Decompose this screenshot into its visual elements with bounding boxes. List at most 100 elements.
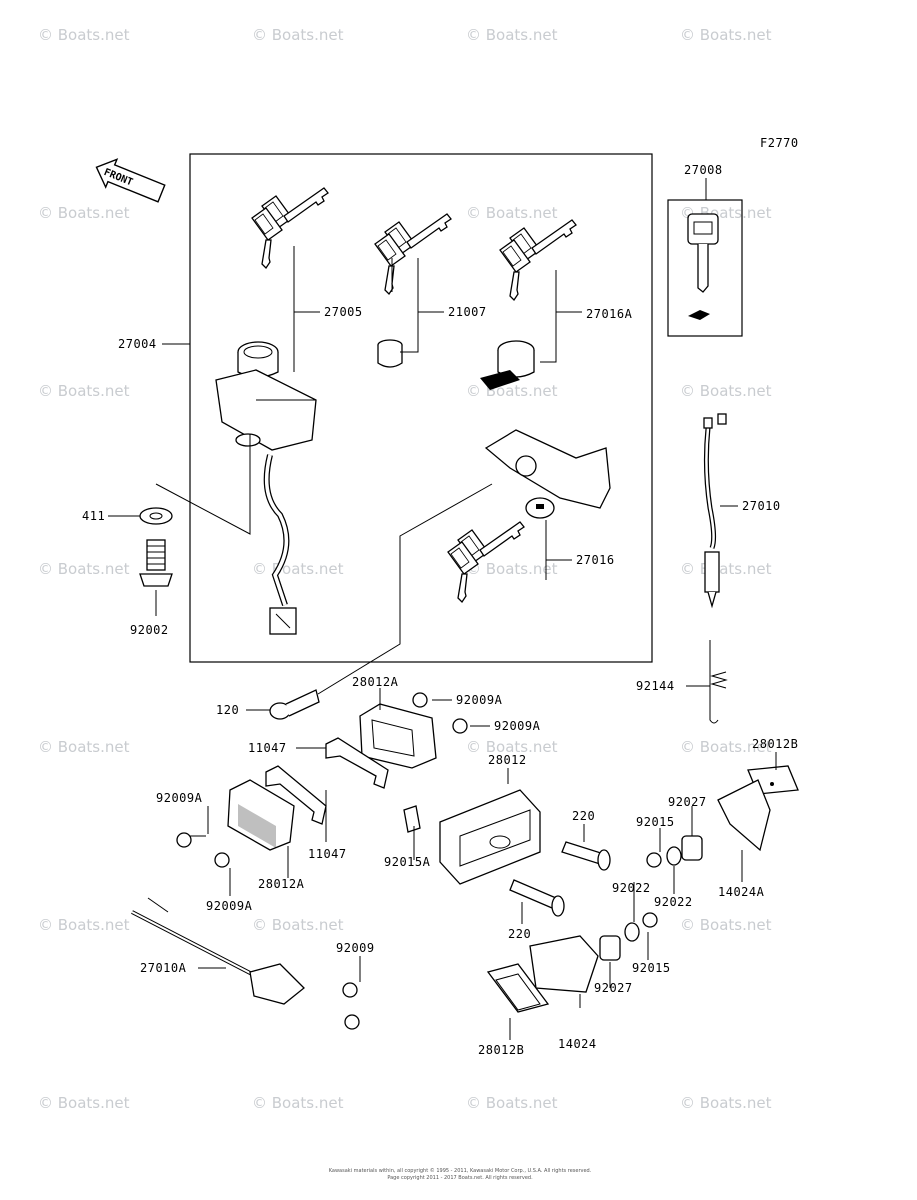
part-label: 92027	[668, 795, 707, 809]
watermark: © Boats.net	[38, 1094, 130, 1112]
part-label: 92009	[336, 941, 375, 955]
spring-92144	[709, 640, 728, 724]
key-blank-27008	[687, 213, 719, 320]
bolt-220-lower	[509, 879, 565, 917]
lock-27016a	[480, 340, 535, 390]
part-label: 92002	[130, 623, 169, 637]
watermark: © Boats.net	[680, 26, 772, 44]
bracket-11047-upper	[325, 737, 389, 789]
part-label: 92144	[636, 679, 675, 693]
part-label: 220	[508, 927, 531, 941]
part-label: 92027	[594, 981, 633, 995]
watermark: © Boats.net	[466, 204, 558, 222]
screw-92009a	[452, 718, 468, 734]
watermark: © Boats.net	[680, 738, 772, 756]
part-label: 120	[216, 703, 239, 717]
part-label: 411	[82, 509, 105, 523]
watermark: © Boats.net	[38, 738, 130, 756]
nut-92015-lower	[642, 912, 658, 928]
bolt-92002	[139, 539, 173, 587]
helmet-lock-27016	[484, 429, 611, 519]
part-label: 92015	[632, 961, 671, 975]
part-labels: 27004 27005 21007 27016A 27008 411 92002…	[82, 163, 798, 1057]
watermark: © Boats.net	[252, 1094, 344, 1112]
watermark: © Boats.net	[38, 382, 130, 400]
watermark: © Boats.net	[466, 560, 558, 578]
part-label: 28012B	[478, 1043, 524, 1057]
part-label: 27010A	[140, 961, 187, 975]
part-label: 27008	[684, 163, 723, 177]
watermark: © Boats.net	[466, 26, 558, 44]
key-pair-27016a	[499, 219, 577, 301]
figure-code: F2770	[760, 136, 799, 150]
bracket-14024a	[717, 779, 771, 852]
part-label: 27016	[576, 553, 615, 567]
part-label: 28012	[488, 753, 527, 767]
bracket-14024	[529, 935, 599, 993]
clip-92015a	[403, 805, 421, 833]
part-label: 92009A	[494, 719, 541, 733]
part-label: 27004	[118, 337, 157, 351]
spacer-92027-lower	[599, 935, 621, 961]
screw-92009a-left	[214, 852, 230, 868]
bracket-11047-lower	[265, 765, 327, 825]
part-label: 220	[572, 809, 595, 823]
washer-411	[139, 507, 173, 525]
watermark: © Boats.net	[38, 26, 130, 44]
watermark: © Boats.net	[680, 916, 772, 934]
reflector-28012b-lower	[486, 963, 550, 1013]
part-label: 92015	[636, 815, 675, 829]
watermark: © Boats.net	[38, 204, 130, 222]
part-label: 28012A	[352, 675, 399, 689]
screw-120	[269, 689, 320, 720]
washer-92022-lower	[624, 922, 640, 942]
ignition-switch	[215, 341, 317, 635]
watermark: © Boats.net	[466, 382, 558, 400]
part-label: 14024	[558, 1037, 597, 1051]
watermark: © Boats.net	[680, 1094, 772, 1112]
part-label: 11047	[308, 847, 347, 861]
watermark: © Boats.net	[466, 738, 558, 756]
reflector-28012a-lower	[227, 779, 295, 851]
front-arrow-icon: FRONT	[95, 158, 166, 203]
part-label: 27005	[324, 305, 363, 319]
lock-cylinder-21007	[377, 339, 403, 368]
part-label: 27010	[742, 499, 781, 513]
screw-92009a-left	[176, 832, 192, 848]
part-label: 92015A	[384, 855, 431, 869]
part-label: 92009A	[456, 693, 503, 707]
watermark: © Boats.net	[252, 916, 344, 934]
kit-box-27004	[189, 153, 653, 663]
key-pair-27005	[251, 187, 329, 269]
kit-box-27008	[667, 199, 743, 337]
footer-line-1: Kawasaki materials within, all copyright…	[329, 1167, 592, 1174]
part-label: 92022	[612, 881, 651, 895]
part-label: 92022	[654, 895, 693, 909]
part-label: 28012A	[258, 877, 305, 891]
part-label: 11047	[248, 741, 287, 755]
switch-27010a	[131, 897, 305, 1005]
leader-lines	[108, 178, 777, 1040]
watermark: © Boats.net	[38, 560, 130, 578]
watermark: © Boats.net	[680, 382, 772, 400]
watermark: © Boats.net	[680, 560, 772, 578]
watermark: © Boats.net	[252, 26, 344, 44]
key-pair-21007	[374, 213, 452, 295]
footer-line-2: Page copyright 2011 - 2017 Boats.net. Al…	[387, 1175, 533, 1181]
screw-92009	[344, 1014, 360, 1030]
reflector-28012	[439, 789, 541, 885]
switch-27010	[703, 413, 727, 609]
part-label: 28012B	[752, 737, 798, 751]
part-label: 14024A	[718, 885, 765, 899]
screw-92009a	[412, 692, 428, 708]
watermark: © Boats.net	[252, 560, 344, 578]
part-label: 92009A	[206, 899, 253, 913]
washer-92022-upper	[666, 846, 682, 866]
bolt-220-upper	[561, 841, 611, 871]
watermark: © Boats.net	[38, 916, 130, 934]
screw-92009	[342, 982, 358, 998]
part-label: 27016A	[586, 307, 633, 321]
spacer-92027-upper	[681, 835, 703, 861]
part-label: 92009A	[156, 791, 203, 805]
